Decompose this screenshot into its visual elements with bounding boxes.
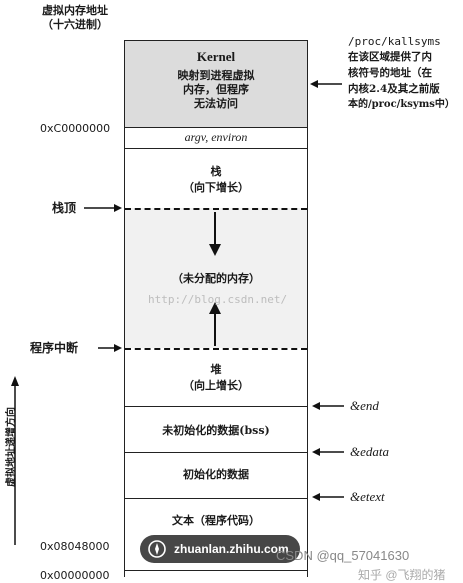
proc-desc-1: 在该区域提供了内	[348, 51, 432, 63]
argv-environ-block: argv, environ	[184, 130, 248, 144]
end-arrow	[312, 402, 344, 410]
title-line-2: （十六进制）	[42, 18, 108, 31]
kernel-title: Kernel	[196, 49, 236, 64]
compass-icon	[148, 540, 166, 558]
kallsyms-arrow	[310, 80, 342, 88]
proc-desc-4: 本的/proc/ksyms中）	[348, 99, 455, 110]
stack-top-pointer-arrow	[84, 204, 122, 212]
vertical-axis-label: 虚拟地址递增方向	[6, 407, 17, 487]
diagram-title: 虚拟内存地址 （十六进制）	[20, 4, 130, 32]
memory-top-line	[124, 40, 308, 41]
blog-watermark: http://blog.csdn.net/	[148, 293, 288, 306]
proc-desc-2: 核符号的地址（在	[348, 67, 432, 79]
address-text-start: 0x08048000	[40, 540, 110, 553]
zhihu-watermark: 知乎 @飞翔的猪	[358, 568, 446, 582]
etext-arrow	[312, 493, 344, 501]
edata-arrow	[312, 448, 344, 456]
stack-grow-arrow	[209, 212, 221, 256]
proc-path: /proc/kallsyms	[348, 35, 441, 48]
argv-bottom-line	[125, 148, 307, 149]
source-pill[interactable]: zhuanlan.zhihu.com	[140, 535, 300, 563]
title-line-1: 虚拟内存地址	[42, 4, 108, 17]
stack-top-dashed-line	[125, 208, 307, 210]
kernel-desc-2: 内存，但程序	[183, 83, 249, 96]
heap-grow-arrow	[209, 302, 221, 346]
memory-column: Kernel 映射到进程虚拟 内存，但程序 无法访问 argv, environ…	[124, 40, 308, 577]
kernel-desc-3: 无法访问	[194, 97, 238, 110]
bss-block: 未初始化的数据(bss)	[162, 424, 270, 437]
stack-top-label: 栈顶	[52, 201, 77, 215]
end-label: &end	[350, 398, 379, 413]
program-break-label: 程序中断	[30, 341, 79, 355]
text-bottom-line	[125, 570, 307, 571]
program-break-dashed-line	[125, 348, 307, 350]
source-pill-text: zhuanlan.zhihu.com	[174, 542, 289, 556]
kernel-desc-1: 映射到进程虚拟	[177, 69, 255, 82]
data-block: 初始化的数据	[183, 468, 249, 481]
stack-label: 栈	[210, 165, 222, 178]
data-bottom-line	[125, 498, 307, 499]
edata-label: &edata	[350, 444, 389, 459]
heap-label: 堆	[210, 363, 222, 376]
program-break-pointer-arrow	[98, 344, 122, 352]
unallocated-label: （未分配的内存）	[172, 272, 260, 285]
text-block: 文本（程序代码）	[172, 514, 260, 527]
heap-direction-label: （向上增长）	[183, 379, 249, 392]
address-zero: 0x00000000	[40, 569, 110, 582]
stack-direction-label: （向下增长）	[183, 181, 249, 194]
kernel-bottom-line	[125, 127, 307, 128]
address-kernel-base: 0xC0000000	[40, 122, 111, 135]
csdn-watermark: CSDN @qq_57041630	[276, 548, 410, 563]
bss-bottom-line	[125, 452, 307, 453]
proc-desc-3: 内核2.4及其之前版	[348, 83, 440, 95]
heap-bottom-line	[125, 406, 307, 407]
kallsyms-note: /proc/kallsyms 在该区域提供了内 核符号的地址（在 内核2.4及其…	[348, 34, 463, 113]
kernel-region: Kernel 映射到进程虚拟 内存，但程序 无法访问	[125, 40, 307, 127]
address-direction-arrow	[11, 376, 19, 545]
etext-label: &etext	[350, 489, 385, 504]
